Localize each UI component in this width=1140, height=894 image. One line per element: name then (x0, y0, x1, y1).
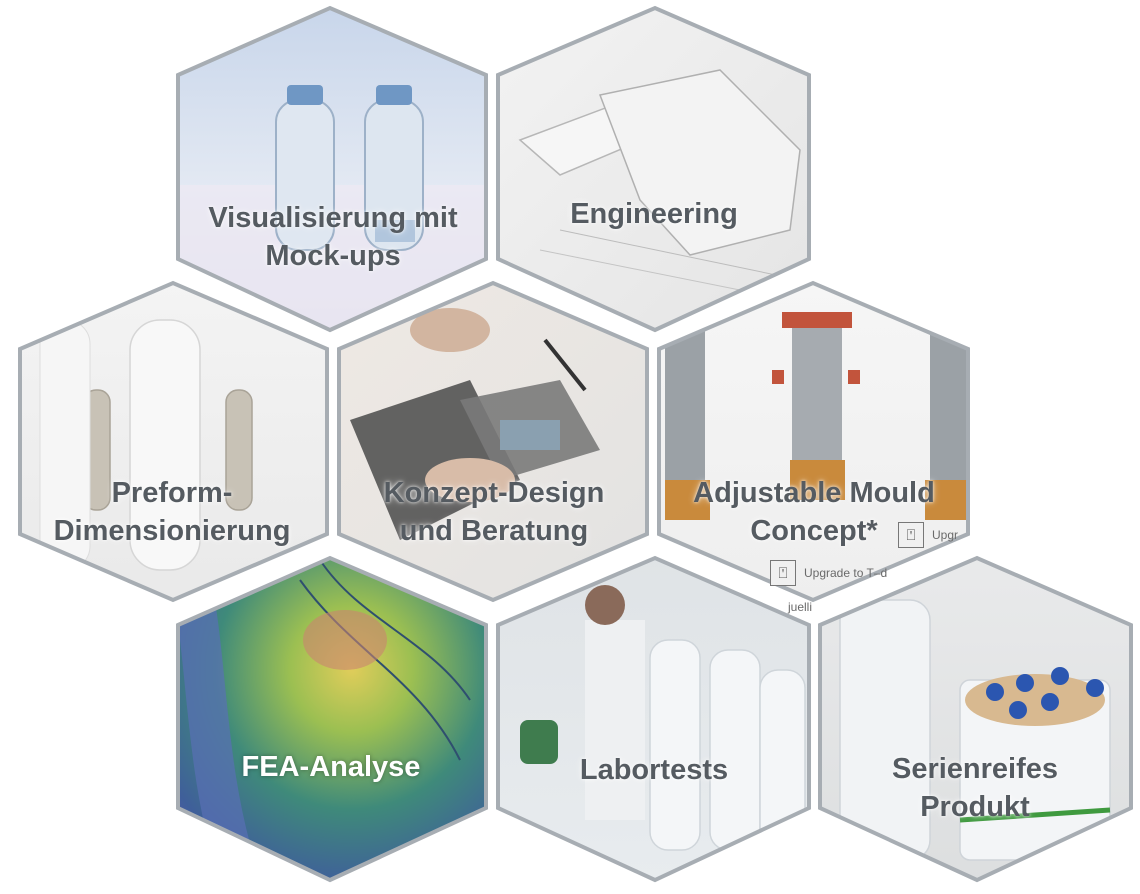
label-line: Engineering (570, 198, 738, 230)
label-line: FEA-Analyse (241, 751, 421, 783)
label-line: Konzept-Design (383, 477, 605, 509)
label-line: Preform- (111, 477, 233, 509)
hex-label-visualisierung: Visualisierung mit Mock-ups (208, 199, 457, 275)
label-line: Adjustable Mould (693, 477, 935, 509)
hex-label-labortests: Labortests (580, 751, 728, 789)
hex-serienreif[interactable] (812, 550, 1140, 890)
hex-engineering[interactable] (490, 0, 820, 340)
label-line: und Beratung (399, 515, 589, 547)
hex-label-adjustable: Adjustable Mould Concept* (693, 474, 935, 550)
partial-caption-text: juelli (788, 600, 813, 614)
label-line: Serienreifes (891, 753, 1059, 785)
upgrade-badge-short[interactable]: ⍞ Upgr (898, 522, 958, 548)
hex-label-serienreif: Serienreifes Produkt (892, 750, 1058, 826)
hex-fea[interactable] (170, 550, 500, 890)
hex-label-fea: FEA-Analyse (242, 748, 421, 786)
label-line: Labortests (579, 754, 729, 786)
upgrade-short-text: Upgr (932, 528, 959, 542)
hex-preform[interactable] (10, 275, 340, 610)
label-line: Concept* (750, 515, 878, 547)
hex-konzept[interactable] (330, 275, 660, 610)
hex-label-preform: Preform- Dimensionierung (54, 474, 291, 550)
label-line: Produkt (920, 791, 1030, 823)
hex-label-engineering: Engineering (570, 195, 738, 233)
mould-icon: ⍞ (898, 522, 924, 548)
label-line: Dimensionierung (53, 515, 291, 547)
label-line: Visualisierung mit (208, 202, 458, 234)
hex-labortests[interactable] (490, 550, 820, 890)
upgrade-badge-long[interactable]: ⍞ Upgrade to T–d (770, 560, 887, 586)
mould-icon: ⍞ (770, 560, 796, 586)
label-line: Mock-ups (265, 240, 401, 272)
hex-label-konzept: Konzept-Design und Beratung (384, 474, 605, 550)
partial-caption: juelli (788, 600, 812, 614)
upgrade-long-text: Upgrade to T–d (804, 566, 888, 580)
hex-adjustable[interactable] (650, 275, 980, 610)
hex-visualisierung[interactable] (170, 0, 500, 340)
